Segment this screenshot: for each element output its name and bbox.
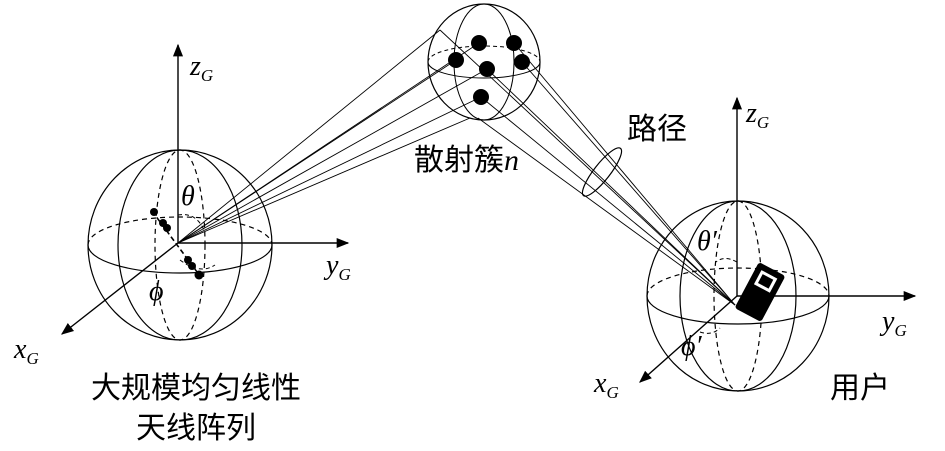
ray [486, 68, 736, 306]
ray [513, 42, 736, 306]
ray [177, 29, 441, 244]
sphere-meridian-inner [154, 149, 206, 341]
left-phi-label: ϕ [149, 276, 164, 307]
antenna-element [150, 208, 158, 216]
user-sphere-equator-front [646, 295, 830, 325]
left-y-label: yG [323, 250, 351, 284]
scatter-cluster [427, 3, 541, 121]
sphere-equator-back [87, 216, 273, 246]
cluster-equator-front [427, 61, 541, 79]
ray [439, 29, 736, 306]
left-theta-label: θ [181, 181, 195, 212]
antenna-element [163, 224, 171, 232]
sphere-outline [87, 149, 273, 341]
cluster-equator-back [427, 45, 541, 63]
left-z-label: zG [189, 51, 213, 85]
antenna-elements [150, 208, 204, 280]
user-z-label: zG [745, 98, 769, 132]
ray [177, 96, 482, 244]
user-phi-label: ϕ′ [681, 331, 702, 362]
left-x-label: xG [13, 334, 39, 368]
user-angle-marks [699, 258, 738, 334]
ray [477, 117, 736, 306]
user-theta-label: θ′ [697, 226, 718, 257]
path-beam-ring [581, 147, 623, 197]
antenna-element [188, 262, 196, 270]
left-axes [61, 43, 350, 335]
user-phi-arc [699, 327, 721, 334]
sphere-equator-front [87, 244, 273, 274]
array-caption-line1: 大规模均匀线性 [91, 371, 301, 406]
user-x-axis [639, 295, 738, 383]
mobile-phone-icon [735, 263, 785, 321]
user-x-label: xG [593, 368, 619, 402]
ray [177, 68, 488, 244]
cluster-label: 散射簇n [414, 143, 519, 178]
ray [177, 117, 471, 244]
antenna-array-sphere [87, 149, 273, 341]
ray [177, 42, 480, 244]
user-caption: 用户 [830, 371, 890, 406]
sphere-meridian [117, 149, 243, 341]
array-caption-line2: 天线阵列 [136, 411, 256, 446]
user-y-label: yG [879, 306, 907, 340]
left-x-axis [61, 242, 179, 335]
ray [521, 61, 736, 306]
propagation-rays [177, 29, 736, 306]
path-label: 路径 [627, 112, 687, 147]
user-theta-arc [715, 258, 738, 263]
antenna-element [194, 270, 204, 280]
antenna-element [184, 256, 192, 264]
phi-arc [179, 259, 216, 270]
ray [480, 96, 736, 306]
user-sphere-equator-back [646, 267, 830, 297]
